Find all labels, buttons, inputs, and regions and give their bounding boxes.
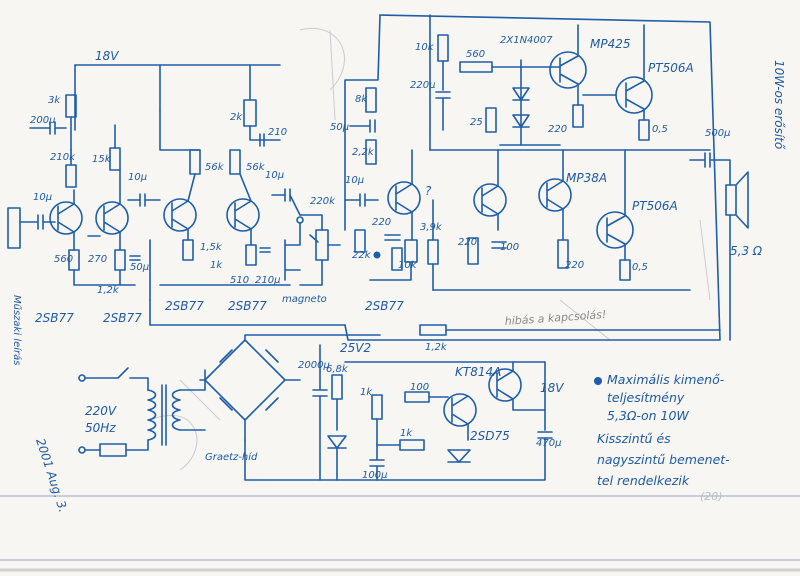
res-1k-a-label: 1k (360, 387, 373, 398)
description-line-1: Maximális kimenő- (607, 372, 725, 387)
res-56k-a-label: 56k (205, 162, 225, 173)
diodes-label: 2X1N4007 (500, 35, 553, 46)
q3-label: 2SB77 (165, 299, 204, 313)
power-supply-wiring (78, 334, 553, 481)
res-220-b-label: 220 (458, 237, 477, 248)
2sd75-label: 2SD75 (470, 429, 510, 443)
bullet-dot (594, 377, 602, 385)
power-amp-wiring (344, 14, 749, 341)
rail-18v-label: 18V (95, 49, 119, 63)
freq-label: 50Hz (85, 421, 116, 435)
cap-2000u-label: 2000μ (298, 360, 330, 371)
res-3k-label: 3k (48, 95, 61, 106)
power-amp-labels: 8k 50μ 2,2k 10k 220μ 560 25 2X1N4007 220… (330, 35, 786, 353)
res-220-top-label: 220 (548, 124, 567, 135)
res-1k-s2-label: 1k (210, 260, 223, 271)
input-cap-label: 10μ (33, 192, 52, 203)
description-text: Maximális kimenő- teljesítmény 5,3Ω-on 1… (597, 372, 730, 488)
res-25-label: 25 (470, 117, 483, 128)
cap-100u-label: 100μ (362, 470, 387, 481)
stage1-coupling-cap-label: 10μ (128, 172, 147, 183)
cap-50u-pa-label: 50μ (330, 122, 349, 133)
res-2k-label: 2k (230, 112, 243, 123)
stage2-coupling-cap-label: 10μ (265, 170, 284, 181)
res-2k2-label: 2,2k (352, 147, 375, 158)
mains-label: 220V (85, 404, 117, 418)
description-line-5: nagyszintű bemenet- (597, 452, 730, 467)
cap-470u-label: 470μ (536, 438, 561, 449)
psu-output-label: 18V (540, 381, 564, 395)
res-1k2-label: 1,2k (97, 285, 120, 296)
res-270-label: 270 (88, 254, 107, 265)
cap-220u-label: 220μ (410, 80, 435, 91)
driver-label: 2SB77 (365, 299, 404, 313)
pot-220k-label: 220k (310, 196, 336, 207)
res-3k9-label: 3,9k (420, 222, 443, 233)
magneto-label: magneto (282, 294, 327, 305)
description-line-6: tel rendelkezik (597, 473, 690, 488)
res-05-top-label: 0,5 (652, 124, 668, 135)
stamp-note: (20) (700, 490, 723, 503)
output-cap-label: 500μ (705, 128, 730, 139)
q1-label: 2SB77 (35, 311, 74, 325)
description-line-4: Kisszintű és (597, 431, 671, 446)
pencil-dot (373, 251, 381, 259)
mp38a-label: MP38A (566, 171, 607, 185)
speaker-label: 5,3 Ω (730, 244, 763, 258)
cap-210u-label: 210μ (255, 275, 280, 286)
speaker-note: 10W-os erősítő (772, 60, 786, 150)
question-mark-label: ? (425, 184, 432, 198)
psu-labels: 220V 50Hz Graetz-híd 25V2 2000μ 6,8k 1k … (85, 341, 564, 481)
res-210k-label: 210k (50, 152, 76, 163)
res-560-label: 560 (54, 254, 73, 265)
description-line-2: teljesítmény (607, 390, 685, 405)
res-1k-b-label: 1k (400, 428, 413, 439)
cap-210-label: 210 (268, 127, 287, 138)
res-15k-label: 15k (92, 154, 112, 165)
cap-10u-c-label: 10μ (345, 175, 364, 186)
res-510-label: 510 (230, 275, 249, 286)
res-8k-label: 8k (355, 94, 368, 105)
res-56k-b-label: 56k (246, 162, 266, 173)
preamp-labels: 18V 200μ 3k 210k 15k 10μ 10μ 560 270 50μ… (30, 49, 364, 325)
res-100-label: 100 (410, 382, 429, 393)
res-10k-mid-label: 10k (398, 260, 418, 271)
kt814a-label: KT814A (455, 365, 501, 379)
res-6k8-label: 6,8k (326, 364, 349, 375)
pt506a-bottom-label: PT506A (632, 199, 678, 213)
res-10k-top-label: 10k (415, 42, 435, 53)
description-line-3: 5,3Ω-on 10W (607, 408, 689, 423)
cap-100-label: 100 (500, 242, 519, 253)
cap-200u-label: 200μ (30, 115, 55, 126)
rail-25v-label: 25V2 (340, 341, 371, 355)
res-1k5-label: 1,5k (200, 242, 223, 253)
res-22k-label: 22k (352, 250, 372, 261)
res-560-pa-label: 560 (466, 49, 485, 60)
preamp-wiring (7, 64, 346, 326)
mp425-label: MP425 (590, 37, 631, 51)
q2-label: 2SB77 (103, 311, 142, 325)
cap-50u-label: 50μ (130, 262, 149, 273)
res-220-c-label: 220 (565, 260, 584, 271)
left-vertical-note: Műszaki leírás (11, 295, 23, 365)
q4-label: 2SB77 (228, 299, 267, 313)
bridge-label: Graetz-híd (205, 451, 258, 463)
pt506a-top-label: PT506A (648, 61, 694, 75)
res-05-bottom-label: 0,5 (632, 262, 648, 273)
res-1k2-fb-label: 1,2k (425, 342, 448, 353)
date-note: 2001 Aug. 3. (33, 437, 70, 514)
res-220-a-label: 220 (372, 217, 391, 228)
